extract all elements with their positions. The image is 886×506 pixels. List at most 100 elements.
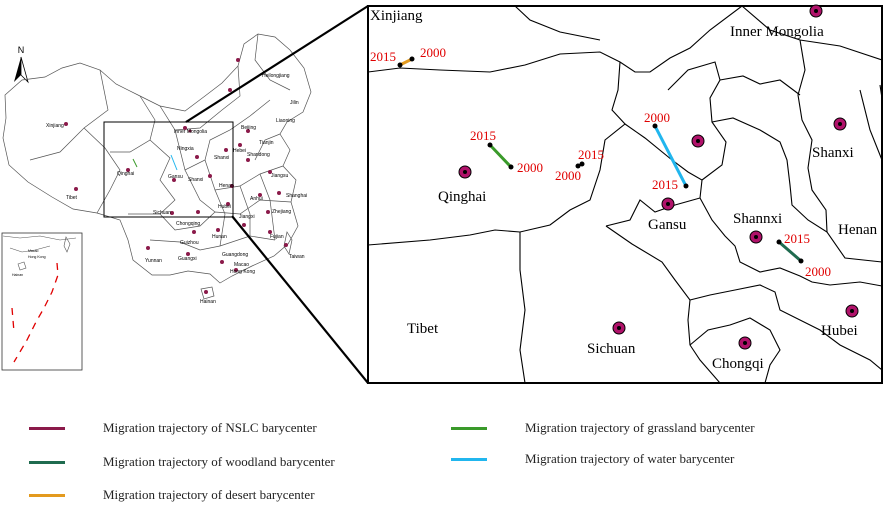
legend-item-water: Migration trajectory of water barycenter [451,451,734,467]
overview-label: Beijing [241,125,256,131]
year-label: 2015 [578,147,604,162]
province-boundaries [368,6,882,383]
overview-label: Shanghai [286,193,307,199]
overview-label: Zhejiang [272,209,291,215]
overview-label: Liaoning [276,118,295,124]
province-label: Hubei [821,323,858,339]
barycenter-marker [833,117,847,131]
overview-label: Ningxia [177,146,194,152]
overview-label: Hunan [212,234,227,240]
year-label: 2015 [370,49,396,64]
nine-dash-line [13,262,59,363]
overview-label: Henan [219,183,234,189]
inset-label: Hainan [12,273,23,277]
overview-labels: Xinjiang Tibet Qinghai Inner Mongolia He… [46,73,307,305]
year-label: 2015 [470,128,496,143]
hainan-island [200,286,215,300]
overview-label: Chongqing [176,221,200,227]
overview-label: Fujian [270,234,284,240]
barycenter-marker [458,165,472,179]
grassland-trajectory [487,142,514,170]
water-line-swatch [451,457,487,461]
overview-label: Anhui [250,196,263,202]
woodland-line-swatch [29,460,65,464]
barycenter-marker [691,134,705,148]
overview-label: Heilongjiang [262,73,290,79]
overview-label: Shandong [247,152,270,158]
overview-label: Guizhou [180,240,199,246]
barycenter-marker [809,4,823,18]
year-labels: 2015 2000 2015 2000 2015 2000 2000 2015 … [370,45,831,279]
province-label: Sichuan [587,341,636,357]
overview-label: Guangdong [222,252,248,258]
province-label: Tibet [407,321,439,337]
overview-label: Tianjin [259,140,274,146]
north-arrow: N [14,45,29,84]
woodland-trajectory [776,239,804,264]
connector-line [185,5,369,123]
overview-label: Macao [234,262,249,268]
province-barycenters [458,4,859,350]
barycenter-marker [661,197,675,211]
year-label: 2015 [652,177,678,192]
barycenter-marker [612,321,626,335]
legend-item-grassland: Migration trajectory of grassland baryce… [451,420,755,436]
zoom-selection-box [103,121,234,218]
nslc-line-swatch [29,426,65,430]
north-arrow-icon [14,57,21,82]
barycenter-marker [749,230,763,244]
year-label: 2000 [805,264,831,279]
legend-label: Migration trajectory of NSLC barycenter [103,420,317,435]
overview-label: Jilin [290,100,299,106]
province-label: Inner Mongolia [730,24,824,40]
overview-label: Qinghai [117,171,134,177]
overview-label: Hong Kong [230,269,255,275]
overview-label: Tibet [66,195,78,201]
overview-map [2,33,312,300]
year-label: 2000 [644,110,670,125]
overview-label: Inner Mongolia [174,129,207,135]
province-label: Shannxi [733,211,782,227]
overview-label: Gansu [168,174,183,180]
province-labels: Xinjiang Inner Mongolia Shanxi Qinghai G… [370,8,878,372]
year-label: 2000 [517,160,543,175]
province-label: Shanxi [812,145,854,161]
overview-label: Jiangxi [239,214,255,220]
overview-barycenters [64,58,288,294]
taiwan-island [283,231,293,255]
overview-label: Shanxi [214,155,229,161]
overview-label: Sichuan [153,210,171,216]
province-label: Henan [838,222,878,238]
inset-label: Macao [28,249,39,253]
province-label: Xinjiang [370,8,423,24]
year-label: 2000 [555,168,581,183]
barycenter-marker [738,336,752,350]
legend-item-woodland: Migration trajectory of woodland barycen… [29,454,335,470]
nslc-trajectory [575,161,585,169]
overview-label: Yunnan [145,258,162,264]
overview-label: Xinjiang [46,123,64,129]
legend-label: Migration trajectory of grassland baryce… [525,420,755,435]
overview-label: Hainan [200,299,216,305]
overview-label: Taiwan [289,254,305,260]
inset-label: Hong Kong [28,255,46,259]
overview-label: Hubei [218,204,231,210]
grassland-line-swatch [451,426,487,430]
desert-trajectory [397,56,415,68]
overview-label: Guangxi [178,256,197,262]
connector-line [231,215,369,384]
zoom-map: 2015 2000 2015 2000 2015 2000 2000 2015 … [367,4,883,384]
trajectories [397,56,804,264]
overview-label: Jiangsu [271,173,288,179]
overview-label: Shanxi [188,177,203,183]
province-label: Gansu [648,217,687,233]
province-label: Qinghai [438,189,486,205]
legend-label: Migration trajectory of water barycenter [525,451,735,466]
year-label: 2000 [420,45,446,60]
year-label: 2015 [784,231,810,246]
north-label: N [18,45,25,55]
legend-label: Migration trajectory of desert barycente… [103,487,315,502]
water-trajectory [652,123,689,189]
zoom-frame [367,5,883,384]
